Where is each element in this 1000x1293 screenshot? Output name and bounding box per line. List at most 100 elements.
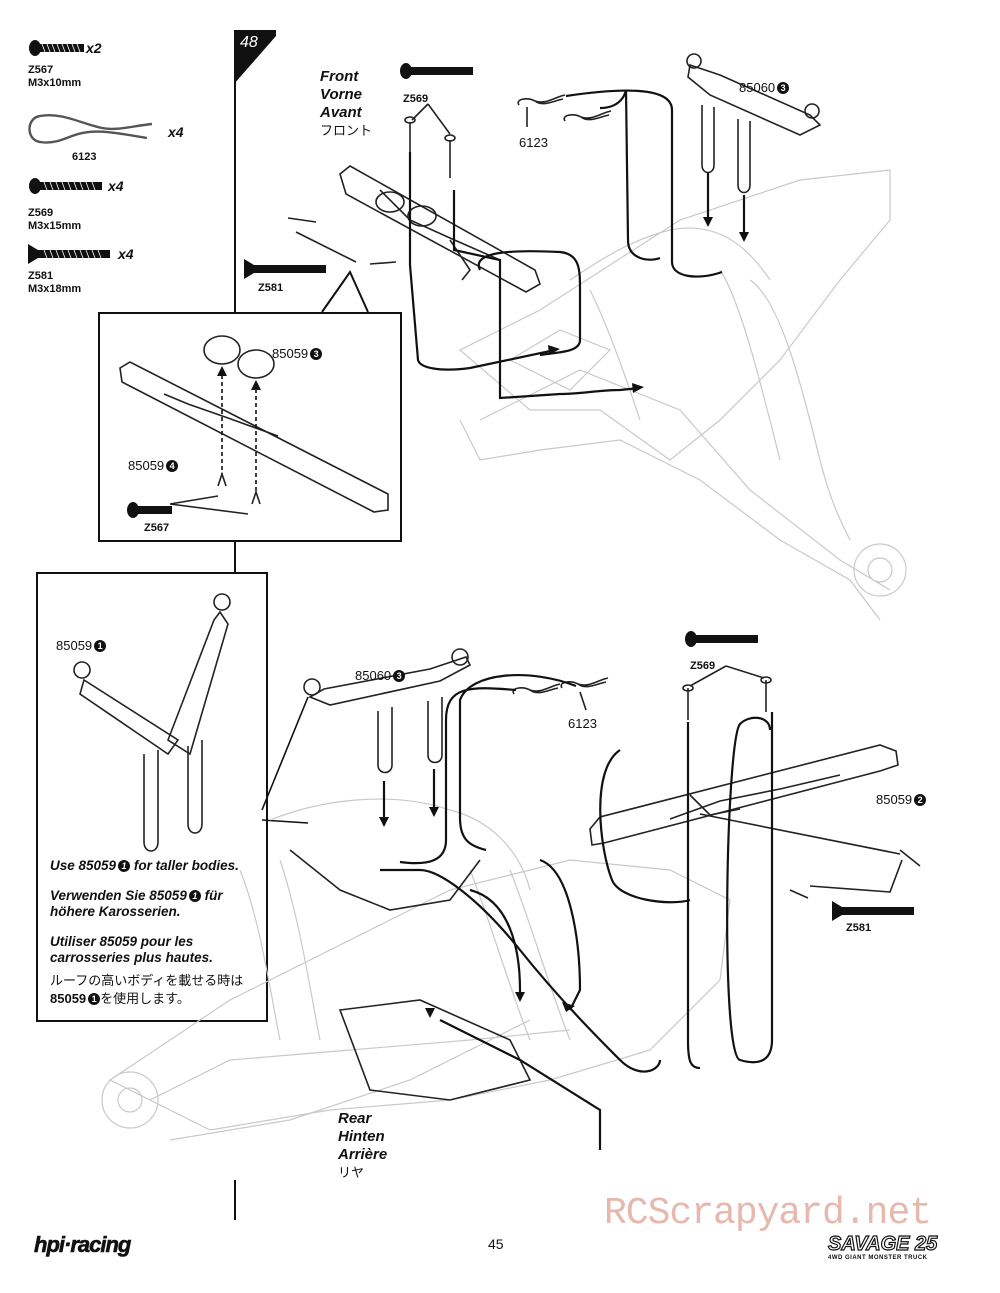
screw-icon	[127, 502, 172, 518]
tall-post-pointer	[261, 696, 309, 824]
tall-post-drawing	[73, 593, 231, 852]
callout-z567-box: Z567	[144, 522, 170, 534]
callout-85059-tall-num: 1	[94, 640, 107, 652]
part-size-z581: M3x18mm	[28, 283, 82, 295]
callout-z569-rear: Z569	[690, 660, 716, 672]
rear-label-jp: リヤ	[338, 1165, 365, 1180]
product-logo: SAVAGE 25 4WD GIANT MONSTER TRUCK	[827, 1233, 978, 1262]
callout-z581-rear: Z581	[846, 922, 872, 934]
front-label-en: Front	[320, 68, 359, 85]
qty-6123: x4	[168, 124, 184, 140]
callout-85059-rear-bumper-num: 2	[914, 794, 927, 806]
rear-clips	[512, 677, 609, 711]
step-divider-mid	[234, 540, 236, 574]
screw-icon	[29, 178, 102, 194]
step-badge	[234, 30, 276, 84]
front-label: Front Vorne Avant フロント	[320, 68, 372, 140]
qty-z581: x4	[118, 246, 134, 262]
rear-label: Rear Hinten Arrière リヤ	[338, 1110, 387, 1182]
front-clips	[517, 94, 612, 127]
step-divider	[234, 30, 236, 313]
front-routing-lines	[408, 89, 723, 400]
body-clip-icon	[28, 114, 153, 144]
callout-6123-rear: 6123	[568, 716, 597, 731]
flat-screw-icon	[28, 244, 110, 264]
step-number: 48	[240, 34, 258, 51]
product-subtitle: 4WD GIANT MONSTER TRUCK	[828, 1255, 928, 1261]
callout-85059-caps-num: 3	[310, 348, 323, 360]
detail-box-pointer	[321, 269, 369, 313]
part-code-6123: 6123	[72, 151, 97, 163]
rear-screw-z569	[685, 631, 758, 647]
watermark: RCScrapyard.net	[604, 1192, 932, 1235]
front-body-posts	[686, 53, 822, 242]
front-chassis-drawing	[458, 169, 907, 621]
note-de-num: 1	[188, 890, 201, 902]
callout-85059-tall-code: 85059	[56, 638, 93, 653]
front-screw-pair	[404, 103, 456, 178]
step-divider-bottom	[234, 1180, 236, 1220]
part-size-z569: M3x15mm	[28, 220, 82, 232]
callout-85059-rear-bumper-code: 85059	[876, 792, 913, 807]
part-code-z567: Z567	[28, 64, 54, 76]
callout-85059-bumper-code: 85059	[128, 458, 165, 473]
page-number: 45	[488, 1236, 504, 1252]
hpi-racing-logo: hpi·racing	[34, 1232, 132, 1258]
note-de-line2: höhere Karosserien.	[50, 904, 181, 919]
front-label-jp: フロント	[320, 123, 373, 138]
rear-screw-pair	[682, 665, 772, 720]
callout-85059-caps-code: 85059	[272, 346, 309, 361]
callout-6123-front: 6123	[519, 135, 548, 150]
note-en-num: 1	[118, 860, 131, 872]
callout-z569-front: Z569	[403, 93, 429, 105]
note-de-suffix: für	[204, 888, 223, 903]
note-fr-line1: Utiliser 85059 pour les	[50, 934, 194, 949]
rear-chassis-drawing	[101, 798, 731, 1141]
note-jp-num: 1	[88, 993, 101, 1005]
callout-z581-front: Z581	[258, 282, 284, 294]
rear-label-de: Hinten	[338, 1128, 385, 1145]
front-screw-z569	[400, 63, 473, 79]
front-screw-z581	[244, 259, 326, 279]
rear-screw-z581	[832, 901, 914, 921]
part-code-z569: Z569	[28, 207, 54, 219]
note-fr: Utiliser 85059 pour les carrosseries plu…	[50, 934, 260, 966]
note-jp-suffix: を使用します。	[100, 991, 190, 1006]
qty-z569: x4	[108, 178, 124, 194]
note-en-suffix: for taller bodies.	[133, 858, 239, 873]
front-label-de: Vorne	[320, 86, 362, 103]
rear-label-en: Rear	[338, 1110, 372, 1127]
callout-85060-front-num: 3	[777, 82, 790, 94]
note-de-prefix: Verwenden Sie 85059	[50, 888, 187, 903]
bumper-caps-drawing	[119, 335, 389, 515]
note-fr-line2: carrosseries plus hautes.	[50, 950, 213, 965]
callout-85059-bumper-num: 4	[166, 460, 179, 472]
callout-85060-front-code: 85060	[739, 80, 776, 95]
rear-flat-screws	[699, 813, 921, 899]
note-en-prefix: Use 85059	[50, 858, 117, 873]
rear-body-posts	[303, 648, 472, 827]
callout-85060-rear-num: 3	[393, 670, 406, 682]
screw-icon	[29, 40, 84, 56]
product-title: SAVAGE 25	[827, 1233, 938, 1255]
rear-label-fr: Arrière	[338, 1146, 388, 1163]
part-code-z581: Z581	[28, 270, 54, 282]
front-label-fr: Avant	[320, 104, 362, 121]
note-jp-line1: ルーフの高いボディを載せる時は	[50, 973, 244, 988]
note-jp-prefix: 85059	[50, 991, 87, 1006]
part-size-z567: M3x10mm	[28, 77, 82, 89]
front-flat-screws	[287, 217, 397, 265]
qty-z567: x2	[86, 40, 102, 56]
